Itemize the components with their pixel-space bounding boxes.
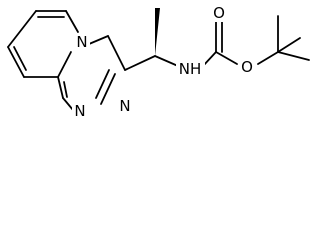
bond <box>107 35 126 71</box>
bond <box>154 55 179 67</box>
amide-nh-label: NH <box>179 60 202 78</box>
bond <box>100 73 116 105</box>
bond <box>65 10 79 33</box>
pyridine-ring <box>7 10 79 78</box>
bond <box>124 55 156 71</box>
triazole-ring <box>57 35 126 111</box>
wedge-bond <box>155 8 160 56</box>
bond <box>215 51 238 65</box>
bond <box>257 51 279 65</box>
bond <box>57 76 64 99</box>
triazole-nitrogen-lower-label: N <box>74 102 85 120</box>
bond <box>57 51 72 78</box>
bond <box>7 10 37 48</box>
bond <box>277 51 310 61</box>
ring-nitrogen-label: N <box>76 33 87 51</box>
bond <box>95 69 110 99</box>
bond <box>277 37 301 53</box>
molecule-structure: N N N NH O O <box>7 4 310 120</box>
bond <box>63 81 68 98</box>
ester-oxygen-label: O <box>241 58 253 76</box>
triazole-nitrogen-upper-label: N <box>119 97 130 115</box>
bond <box>88 35 109 45</box>
bond <box>202 51 217 67</box>
carbonyl-oxygen-label: O <box>213 4 225 22</box>
bond <box>13 46 27 71</box>
atom-labels: N N N NH O O <box>72 4 255 120</box>
bond <box>7 46 25 78</box>
bond <box>62 97 74 111</box>
side-chain <box>124 8 310 71</box>
